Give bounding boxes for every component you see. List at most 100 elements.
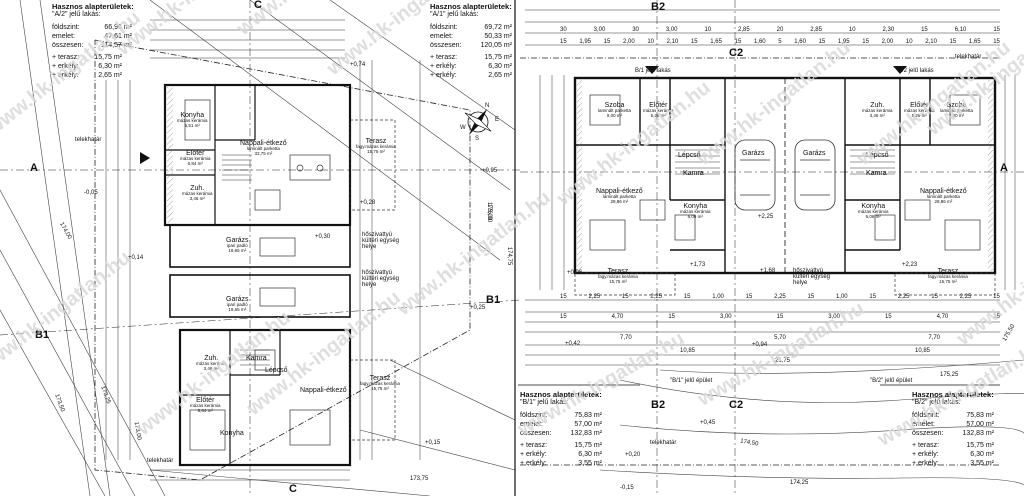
area-block-a1: Hasznos alapterületek: "A/1" jelű lakás:… (430, 2, 512, 81)
area-value: 15,75 m² (966, 442, 994, 450)
contour-label: 173,75 (410, 476, 429, 482)
dim-value: 3,00 (665, 27, 678, 33)
compass-w: W (460, 125, 466, 131)
dim-value: 15 (993, 27, 1000, 33)
dim-value: 2,10 (666, 39, 679, 45)
room-kamra-right: Kamra (866, 170, 887, 177)
area-subtitle: "A/2" jelű lakás: (52, 11, 101, 19)
contour-label: 176,00 (486, 203, 493, 223)
area-key: összesen: (52, 41, 84, 49)
dim-value: 15 (818, 39, 826, 45)
area-key: + erkély: (520, 459, 547, 467)
right-furniture (589, 94, 981, 251)
dim-value: 15 (683, 294, 691, 300)
area-key: + erkély: (430, 63, 457, 71)
section-label-b2-top: B2 (651, 1, 666, 13)
hoszivattyu-label: hőszivattyú kültéri egység helye (793, 268, 831, 286)
elevation: +0,74 (350, 62, 366, 68)
left-sheet (0, 0, 521, 496)
compass-s: S (475, 136, 480, 142)
elevation: +0,28 (360, 200, 376, 206)
dim-value: 6,10 (954, 27, 967, 33)
right-dim-lines (525, 9, 1016, 366)
elevation: +2,25 (758, 214, 774, 220)
contour-label: 175,25 (940, 372, 959, 378)
area-key: emelet: (430, 32, 453, 40)
dim-value: 30 (560, 27, 567, 33)
section-marker-icon (893, 66, 907, 74)
area-value: 47,61 m² (104, 32, 132, 40)
dim-value: 15 (621, 294, 629, 300)
dim-value: 1,95 (837, 39, 850, 45)
elevation: +0,96 (567, 270, 583, 276)
left-garages (169, 224, 351, 318)
elevation: +1,73 (690, 262, 706, 268)
dim-value: 15 (560, 39, 567, 45)
dim-value: 15 (668, 314, 675, 320)
dim-value: 10,85 (680, 348, 696, 354)
area-key: + erkély: (912, 451, 939, 459)
telekhatar-label: telekhatár (650, 440, 677, 446)
area-key: + erkély: (912, 459, 939, 467)
contour-label: 174,75 (506, 246, 513, 266)
area-key: + terasz: (430, 54, 458, 62)
right-sheet (518, 0, 1024, 496)
area-key: + terasz: (52, 54, 80, 62)
area-key: összesen: (520, 429, 552, 437)
telekhatar-label: telekhatár (955, 54, 982, 60)
area-subtitle: "A/1" jelű lakás: (430, 11, 479, 19)
dim-value: 1,95 (579, 39, 592, 45)
elevation: +0,30 (315, 234, 331, 240)
elevation: +0,95 (482, 168, 498, 174)
area-value: 15,75 m² (94, 54, 122, 62)
dim-value: 2,30 (882, 27, 895, 33)
north-arrow-icon (464, 108, 492, 136)
area-title: Hasznos alapterületek: (430, 2, 512, 11)
area-value: 75,83 m² (966, 412, 994, 420)
section-label-c2-top: C2 (729, 47, 744, 59)
area-block-b1: Hasznos alapterületek: "B/1" jelű lakás:… (520, 390, 602, 469)
dim-value: 5 (778, 39, 782, 45)
telekhatar-label: telekhatár (75, 137, 102, 143)
section-label-a-right: A (1000, 162, 1008, 174)
dim-total: 21,75 (775, 358, 791, 364)
dim-value: 2,25 (650, 294, 662, 300)
room-lepcso-right: Lépcső (866, 152, 889, 159)
dim-value: 15 (993, 314, 1000, 320)
area-key: földszint: (430, 24, 458, 32)
section-arrow-icon (140, 152, 150, 164)
area-value: 57,00 m² (966, 420, 994, 428)
dim-value: 2,85 (810, 27, 822, 33)
dim-value: 15 (776, 314, 784, 320)
dim-value: 15 (862, 39, 869, 45)
dim-value: 15 (993, 39, 1000, 45)
dim-value: 15 (560, 294, 567, 300)
room-konyha-bottom: Konyha (220, 430, 244, 437)
dim-value: 10 (848, 27, 856, 33)
area-title: Hasznos alapterületek: (52, 2, 134, 11)
section-label-b1-mid: B1 (486, 294, 501, 306)
dim-value: 2,25 (897, 294, 910, 300)
area-key: emelet: (52, 32, 75, 40)
section-label-c-top: C (254, 0, 262, 11)
room-garazs-left: Garázs (742, 150, 765, 157)
contour-label: 174,25 (790, 480, 809, 486)
area-value: 6,30 m² (98, 63, 122, 71)
dim-value: 15 (734, 39, 742, 45)
elevation: +0,25 (470, 305, 486, 311)
section-marker-icon (645, 66, 659, 74)
dim-value: 2,00 (881, 39, 894, 45)
